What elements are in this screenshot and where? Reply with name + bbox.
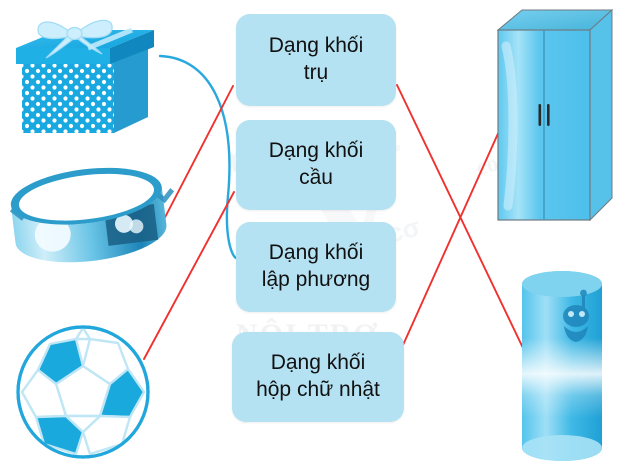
tin-can-panel-dot-a — [114, 214, 133, 233]
soccer-ball-panels — [20, 326, 146, 456]
tin-can-opening — [18, 173, 155, 221]
gift-box-side — [114, 44, 148, 133]
lantern-top-rim — [522, 271, 602, 297]
connector-wardrobe-to-cuboid-line[interactable] — [398, 117, 506, 355]
lantern-glow — [522, 338, 602, 418]
tin-can-image[interactable] — [2, 160, 178, 292]
gift-box-lid-side — [110, 30, 154, 64]
lantern-bottom-rim — [522, 435, 602, 461]
wardrobe-handle-left[interactable] — [538, 104, 542, 126]
lantern-image[interactable] — [516, 268, 608, 466]
wardrobe-handle-right[interactable] — [547, 104, 550, 126]
gift-box-lid-front — [16, 48, 110, 64]
connector-ball-to-sphere-line[interactable] — [143, 191, 235, 360]
connector-giftbox-to-cube-line[interactable] — [158, 54, 238, 260]
wardrobe-image[interactable] — [494, 6, 616, 226]
gift-box-ribbon-bow — [37, 19, 113, 59]
gift-box-ribbon-band — [87, 27, 133, 51]
tin-can-label-circle — [34, 217, 71, 252]
wardrobe-highlight — [501, 41, 518, 211]
soccer-ball-rim — [16, 325, 150, 459]
connector-cylinder-to-lantern-line[interactable] — [396, 84, 535, 372]
lantern-emblem — [563, 289, 589, 342]
soccer-ball-image[interactable] — [14, 322, 152, 462]
connector-can-to-cylinder-line[interactable] — [158, 85, 234, 230]
gift-box-body — [22, 60, 114, 133]
gift-box-image[interactable] — [2, 2, 162, 134]
tin-can-group — [9, 167, 175, 263]
tin-can-panel-dot-b — [129, 219, 144, 234]
wardrobe-side-face — [589, 8, 613, 222]
